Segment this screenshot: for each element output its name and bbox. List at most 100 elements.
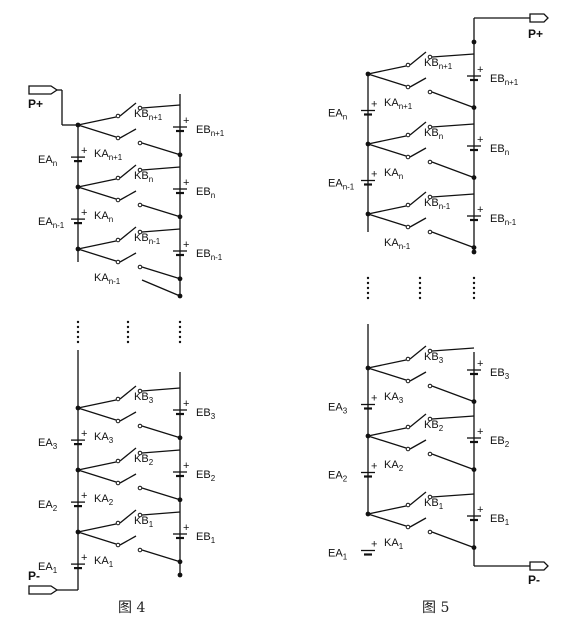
junction-dot [471,467,477,472]
ellipsis-dot [366,291,370,295]
kb-blade [119,164,137,179]
kb-wire [431,123,475,128]
ka-wire [141,142,181,156]
switch-contact [137,423,143,429]
battery-plus-sign: + [81,552,87,564]
ellipsis-dot [126,340,130,344]
switch-contact [137,547,143,553]
eb-battery: + [467,358,483,376]
switch-contact [405,446,411,452]
ka-wire [77,186,117,200]
ea-battery: + [361,169,377,186]
switch-contact [115,237,121,243]
p-minus-terminal [529,561,549,571]
eb-label: EB1 [490,513,510,527]
ka-label: KA2 [384,459,404,473]
ka-blade [409,217,427,228]
ka-wire [367,73,407,87]
ellipsis-dot [418,296,422,300]
kb-label: KB1 [424,497,444,511]
ellipsis-dot [366,281,370,285]
switch-contact [405,84,411,90]
kb-wire [431,493,475,498]
switch-contact [427,124,433,130]
junction-dot [471,545,477,550]
switch-contact [405,224,411,230]
ea-label: EA2 [38,499,58,513]
ellipsis-dot [472,281,476,285]
battery-plus-sign: + [371,539,377,551]
switch-contact [137,264,143,270]
ka-wire [367,367,407,381]
kb-blade [409,413,427,428]
kb-label: KB2 [134,453,154,467]
switch-contact [137,388,143,394]
kb-blade [409,491,427,506]
junction-dot [365,211,371,217]
switch-contact [405,356,411,362]
ka-wire [77,531,117,545]
switch-contact [427,89,433,95]
switch-contact [427,54,433,60]
battery-plus-sign: + [183,115,189,127]
battery-plus-sign: + [371,461,377,473]
battery-plus-sign: + [477,204,483,216]
eb-battery: + [173,460,189,478]
ea-battery: + [71,552,87,570]
junction-dot [75,467,81,473]
switch-contact [427,494,433,500]
kb-label: KBn+1 [424,57,453,71]
ellipsis-dot [76,335,80,339]
junction-dot [365,71,371,77]
kb-wire [141,228,181,233]
kb-label: KBn+1 [134,108,163,122]
kb-blade [409,191,427,206]
ellipsis-dot [76,340,80,344]
ka-blade [119,411,137,422]
ka-blade [409,517,427,528]
ellipsis-dot [366,296,370,300]
eb-battery: + [173,177,189,195]
ka-blade [409,77,427,88]
kb-wire [367,427,407,437]
kb-wire [367,135,407,145]
ea-label: EAn-1 [38,216,65,230]
switch-contact [115,113,121,119]
eb-battery: + [173,239,189,257]
ea-label: EA1 [38,561,58,575]
ka-blade [409,371,427,382]
battery-plus-sign: + [81,207,87,219]
ellipsis-dot [76,330,80,334]
eb-battery: + [173,398,189,416]
kb-label: KB2 [424,419,444,433]
kb-wire [77,399,117,409]
ka-label: KA3 [384,391,404,405]
battery-plus-sign: + [477,426,483,438]
ellipsis-dot [126,320,130,324]
ea-battery: + [71,490,87,508]
battery-plus-sign: + [371,99,377,111]
switch-contact [137,485,143,491]
junction-dot [75,184,81,190]
ka-wire [367,213,407,227]
ea-label: EAn-1 [328,178,355,192]
ka-wire [77,124,117,138]
ka-label: KAn [384,167,403,181]
eb-label: EBn-1 [196,248,223,262]
eb-label: EBn-1 [490,213,517,227]
eb-label: EBn+1 [196,124,225,138]
ka-wire [367,435,407,449]
ka-label: KAn+1 [384,97,413,111]
switch-contact [115,458,121,464]
figure-4: P+P-KBn+1KAn+1+EBn+1+EAnKBnKAn+EBn+EAn-1… [28,85,225,595]
junction-dot [177,435,183,441]
switch-contact [115,480,121,486]
figure-4-caption: 图 4 [118,600,145,616]
ka-blade [409,147,427,158]
junction-dot [365,433,371,439]
eb-label: EB1 [196,531,216,545]
battery-plus-sign: + [477,64,483,76]
switch-contact [405,132,411,138]
kb-wire [141,511,181,516]
kb-label: KBn [424,127,443,141]
